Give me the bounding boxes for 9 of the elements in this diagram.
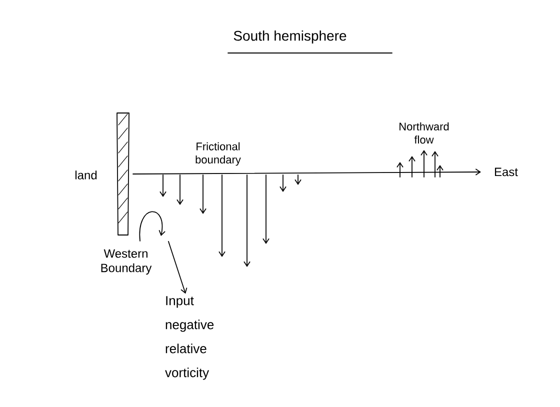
land-label: land xyxy=(75,170,97,180)
boundary-label: Western Boundary xyxy=(101,249,152,275)
curved-arrow xyxy=(139,211,166,242)
title: South hemisphere xyxy=(234,30,346,44)
arrow xyxy=(168,241,188,294)
boundary-label: Frictional boundary xyxy=(196,142,241,166)
direction-label: East xyxy=(494,168,518,176)
annotation-text: Input negative relative vorticity xyxy=(165,296,214,380)
flow-label: Northward flow xyxy=(400,122,449,144)
